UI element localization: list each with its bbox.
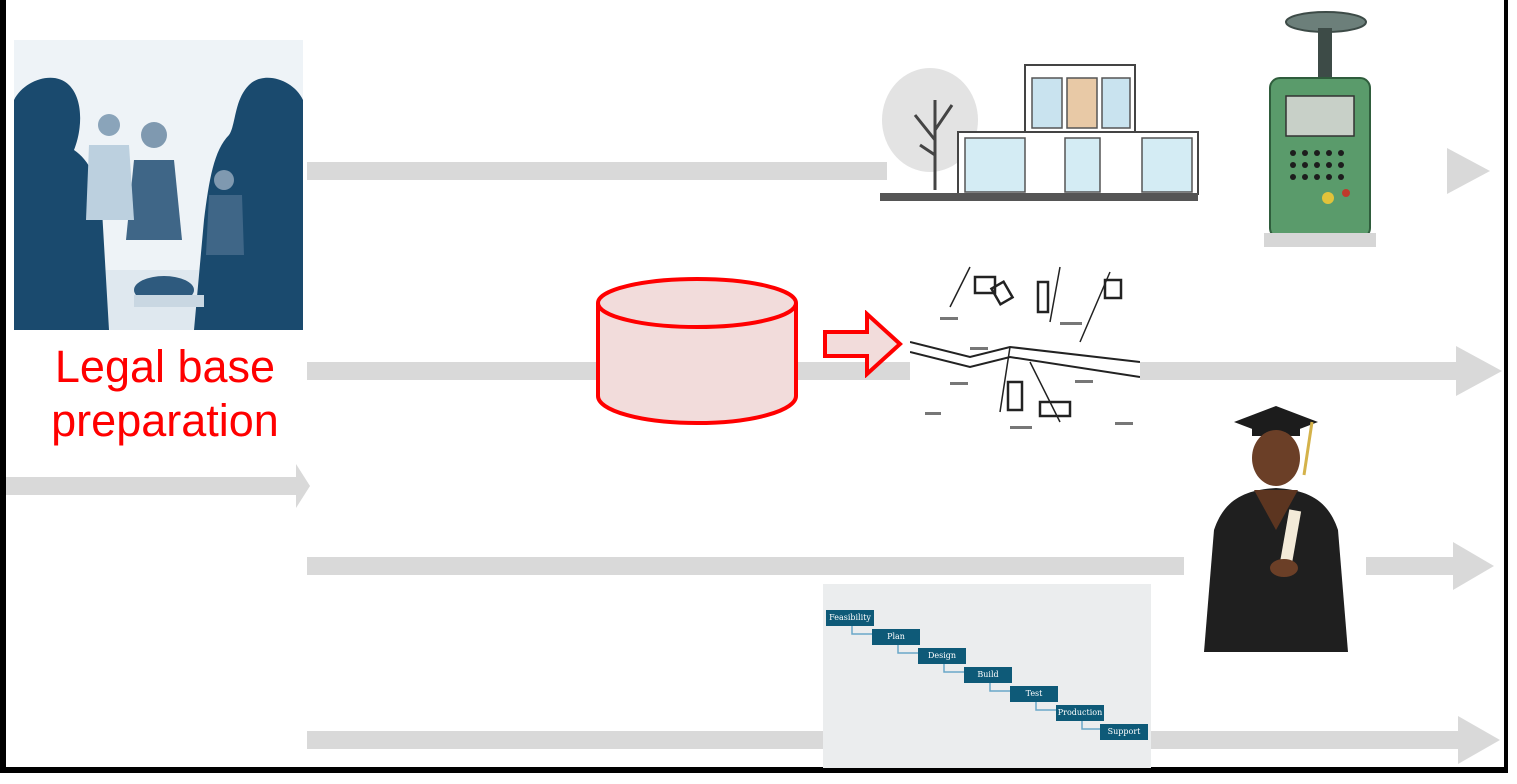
- cadastral-map-drawing: [910, 262, 1140, 434]
- red-outline-arrow: [822, 310, 904, 378]
- arrow-row1-head: [1447, 148, 1490, 194]
- arrow-row4-head: [1458, 716, 1500, 764]
- business-meeting-photo: [14, 40, 303, 330]
- legal-base-caption: Legal base preparation: [20, 340, 310, 448]
- arrow-row2-shaft-a: [307, 362, 607, 380]
- waterfall-process-diagram: Feasibility Plan Design Build Test Produ…: [823, 584, 1151, 768]
- waterfall-step-build: Build: [964, 667, 1012, 683]
- arrow-row4-shaft-b: [1150, 731, 1460, 749]
- database-cylinder-icon: [594, 276, 800, 428]
- arrow-row3-head: [1453, 542, 1494, 590]
- caption-line-2: preparation: [20, 394, 310, 448]
- arrow-row4-shaft-a: [307, 731, 823, 749]
- waterfall-step-production: Production: [1056, 705, 1104, 721]
- waterfall-step-plan: Plan: [872, 629, 920, 645]
- arrow-row2-shaft-c: [1138, 362, 1458, 380]
- arrow-row1-shaft: [307, 162, 887, 180]
- caption-line-1: Legal base: [20, 340, 310, 394]
- waterfall-step-feasibility: Feasibility: [826, 610, 874, 626]
- waterfall-step-test: Test: [1010, 686, 1058, 702]
- arrow-left-head: [296, 464, 310, 508]
- waterfall-step-design: Design: [918, 648, 966, 664]
- arrow-row3-shaft-a: [307, 557, 1187, 575]
- graduate-photo: [1184, 380, 1366, 652]
- gps-receiver-device: [1258, 8, 1378, 253]
- arrow-row2-head: [1456, 346, 1502, 396]
- waterfall-step-support: Support: [1100, 724, 1148, 740]
- arrow-row3-shaft-b: [1365, 557, 1455, 575]
- house-drawing: [880, 60, 1200, 202]
- arrow-left-shaft: [6, 477, 298, 495]
